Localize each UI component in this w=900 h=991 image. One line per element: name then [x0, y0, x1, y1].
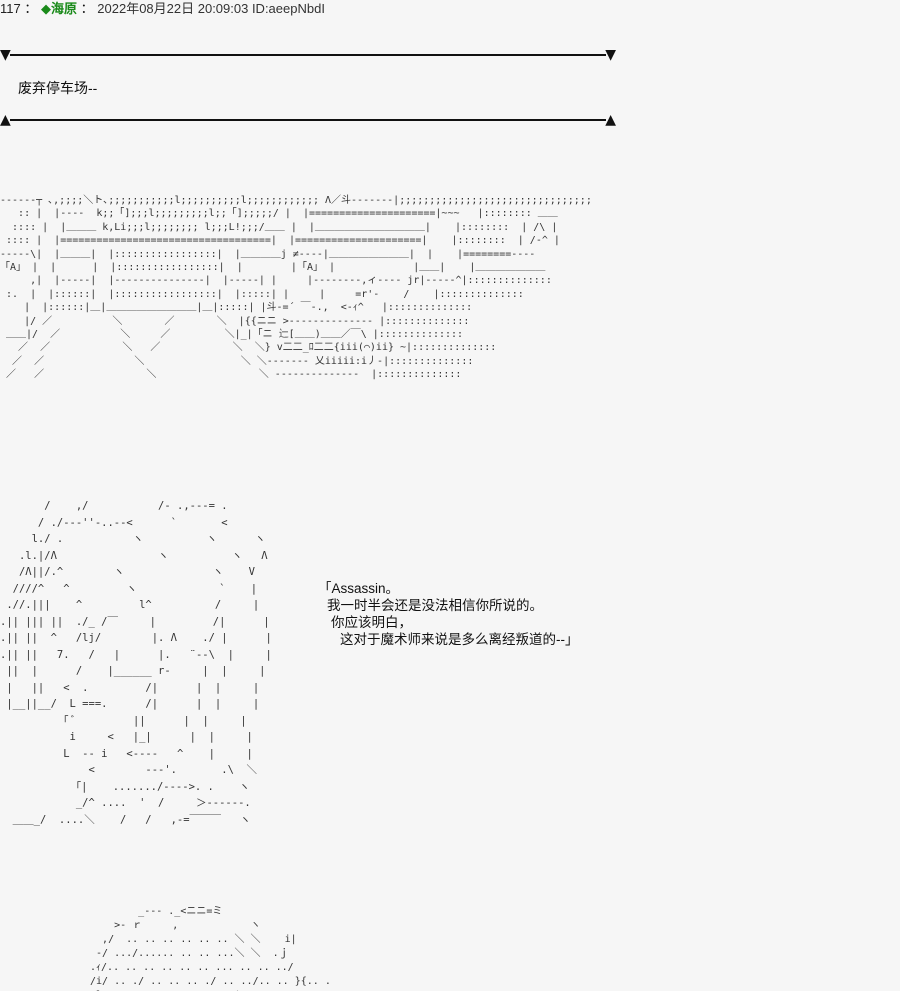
dialogue-line-1: 「Assassin。 [318, 581, 400, 596]
poster-name[interactable]: 海原 [51, 1, 78, 16]
down-triangle-icon: ▼ [605, 47, 616, 63]
up-triangle-icon: ▲ [0, 112, 11, 128]
post-header: 117 ： ◆海原 ： 2022年08月22日 20:09:03 ID:aeep… [0, 0, 325, 18]
dialogue-line-2: 我一时半会还是没法相信你所说的。 [327, 598, 543, 613]
post-colon: ： [80, 1, 94, 16]
character-ascii-art: / ,/ /‐ .,‐‐‐= . / ./‐‐‐''-..‐‐< ` < l./… [0, 500, 272, 826]
post-number: 117 [0, 1, 21, 16]
parking-lot-ascii-art: ‐‐‐‐‐‐┬ ､,;;;;＼ト､;;;;;;;;;;;l;;;;;;;;;;l… [0, 195, 590, 381]
bottom-divider: ▲ ▲ [0, 113, 616, 127]
post-datetime: 2022年08月22日 20:09:03 ID:aeepNbdI [97, 1, 325, 16]
divider-line [10, 119, 606, 121]
dialogue-block: 「Assassin。 我一时半会还是没法相信你所说的。 你应该明白， 这对于魔术… [318, 580, 579, 648]
top-divider: ▼ ▼ [0, 48, 616, 62]
divider-line [10, 54, 606, 56]
bottom-ascii-art: _‐‐‐ ._<ニニ=ミ >‐ ｒ , ヽ ,/ .. .. .. .. .. … [84, 906, 331, 991]
post-separator: ： [24, 1, 38, 16]
down-triangle-icon: ▼ [0, 47, 11, 63]
poster-diamond-icon: ◆ [41, 1, 51, 16]
scene-caption: 废弃停车场-- [18, 80, 98, 96]
dialogue-line-4: 这对于魔术师来说是多么离经叛道的--」 [340, 632, 579, 647]
dialogue-line-3: 你应该明白， [331, 615, 412, 630]
up-triangle-icon: ▲ [605, 112, 616, 128]
